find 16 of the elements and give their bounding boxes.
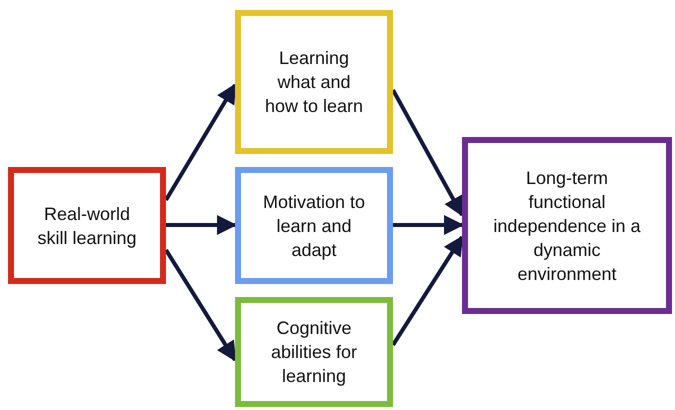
arrow	[391, 235, 464, 346]
arrow	[164, 83, 237, 202]
box-label: Cognitive abilities for learning	[270, 317, 358, 388]
arrow	[164, 248, 237, 362]
process-box	[235, 10, 393, 154]
process-box	[235, 297, 393, 407]
box-label: Motivation to learn and adapt	[262, 190, 366, 262]
arrow	[393, 215, 464, 235]
arrow	[166, 215, 237, 235]
box-label: Learning what and how to learn	[264, 47, 364, 118]
arrow	[391, 89, 464, 217]
box-label: Real-world skill learning	[37, 202, 137, 250]
process-box	[462, 137, 672, 314]
process-box	[8, 167, 166, 284]
process-box	[235, 167, 393, 284]
box-label: Long-term functional independence in a dynamic environment	[492, 166, 642, 286]
